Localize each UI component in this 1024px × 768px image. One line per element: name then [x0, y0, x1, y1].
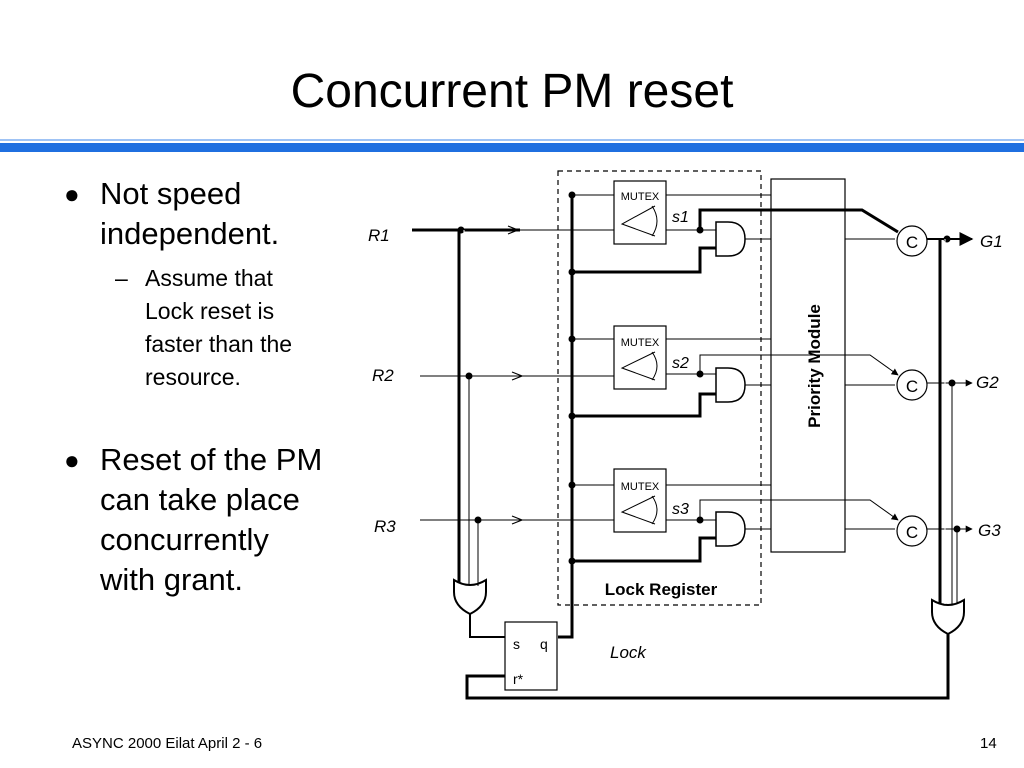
latch-s-label: s — [513, 636, 520, 652]
output-g1-label: G1 — [980, 232, 1003, 251]
and-gate-2 — [715, 367, 746, 403]
signal-s1-label: s1 — [672, 209, 689, 226]
bullet-2: ● Reset of the PM can take place concurr… — [60, 440, 360, 600]
output-g3-label: G3 — [978, 521, 1001, 540]
or-gate-right — [931, 598, 965, 636]
mutex-3-label: MUTEX — [621, 481, 660, 493]
mutex-3 — [613, 468, 667, 533]
mutex-2-label: MUTEX — [621, 337, 660, 349]
bullet-dot-icon: ● — [64, 445, 80, 475]
title-rule — [0, 143, 1024, 152]
c-element-2-label: C — [906, 377, 918, 396]
slide-title: Concurrent PM reset — [290, 65, 734, 118]
lock-register-label: Lock Register — [605, 580, 718, 599]
mutex-2-symbol — [620, 351, 658, 381]
input-r3-label: R3 — [374, 517, 396, 536]
priority-module-label: Priority Module — [805, 304, 824, 428]
sub-bullet-dash-icon: – — [115, 265, 128, 291]
lock-register-box — [557, 170, 762, 606]
row-1: R1 MUTEX s1 C G1 — [368, 180, 1003, 582]
row-2: R2 MUTEX s2 C G2 — [372, 325, 999, 584]
page-number: 14 — [980, 735, 997, 752]
mutex-1-symbol — [620, 205, 658, 237]
mutex-1 — [613, 180, 667, 245]
bullet-dot-icon: ● — [64, 179, 80, 209]
bullet-2-line-1: Reset of the PM — [100, 442, 323, 477]
lock-label: Lock — [610, 643, 647, 662]
c-element-3 — [896, 515, 928, 547]
bullet-1: ● Not speed independent. — [60, 174, 360, 254]
signal-s2-label: s2 — [672, 355, 689, 372]
bullet-list: ● Not speed independent. – Assume that L… — [60, 174, 360, 600]
bullet-2-line-3: concurrently — [100, 522, 269, 557]
or-to-latch-wire — [469, 614, 505, 638]
input-r2-label: R2 — [372, 366, 394, 385]
c-element-1 — [896, 225, 928, 257]
signal-s3-label: s3 — [672, 501, 689, 518]
priority-module — [770, 178, 846, 553]
mutex-2 — [613, 325, 667, 390]
mutex-1-label: MUTEX — [621, 191, 660, 203]
sub-bullet-line-4: resource. — [145, 364, 241, 390]
reset-wire — [465, 628, 950, 700]
c-element-1-label: C — [906, 233, 918, 252]
row-3: R3 MUTEX s3 C G3 — [374, 468, 1001, 586]
footer-text: ASYNC 2000 Eilat April 2 - 6 — [72, 735, 263, 752]
sub-bullet-line-2: Lock reset is — [145, 298, 275, 324]
and-gate-3 — [715, 511, 746, 547]
sr-latch — [504, 621, 558, 691]
c-element-2 — [896, 369, 928, 401]
bullet-2-line-2: can take place — [100, 482, 300, 517]
title-rule-thin — [0, 139, 1024, 141]
latch-q-label: q — [540, 636, 548, 652]
c-element-3-label: C — [906, 523, 918, 542]
bullet-1-line-2: independent. — [100, 216, 280, 251]
bullet-2-line-4: with grant. — [100, 562, 244, 597]
sub-bullet-line-1: Assume that — [145, 265, 273, 291]
bullet-1-line-1: Not speed — [100, 176, 242, 211]
input-r1-label: R1 — [368, 226, 390, 245]
mutex-3-symbol — [620, 495, 658, 525]
sub-bullet-line-3: faster than the — [145, 331, 293, 357]
or-gate-left — [453, 578, 487, 616]
latch-r-label: r* — [513, 671, 524, 687]
sub-bullet-1: – Assume that Lock reset is faster than … — [60, 262, 360, 394]
output-g2-label: G2 — [976, 373, 999, 392]
and-gate-1 — [715, 221, 746, 257]
